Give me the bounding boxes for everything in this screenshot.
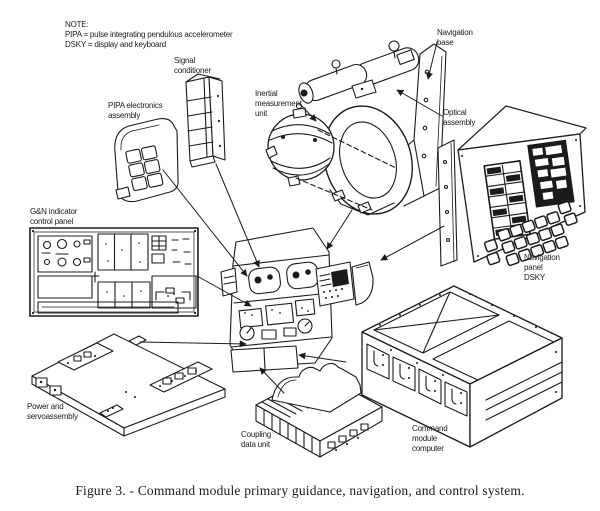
note-definition-dsky: DSKY = display and keyboard	[65, 40, 166, 50]
cmc-drawing	[361, 285, 563, 448]
label-command-module-computer: Command module computer	[412, 424, 448, 453]
label-navigation-base: Navigation base	[437, 28, 473, 47]
cdu-drawing	[255, 362, 383, 458]
pipa-electronics-drawing	[114, 118, 179, 203]
label-inertial-measurement-unit: Inertial measurement unit	[255, 89, 302, 118]
navigation-base-drawing	[323, 43, 447, 216]
figure-note: NOTE: PIPA = pulse integrating pendulous…	[65, 20, 233, 51]
dsky-drawing	[437, 105, 587, 267]
signal-conditioner-drawing	[185, 73, 226, 168]
console-drawing	[220, 227, 374, 373]
label-coupling-data-unit: Coupling data unit	[241, 430, 271, 449]
power-servo-drawing	[31, 333, 226, 437]
label-optical-assembly: Optical assembly	[443, 108, 476, 127]
assembly-dashed-lines	[295, 129, 397, 211]
figure-caption: Figure 3. - Command module primary guida…	[75, 483, 525, 498]
label-navigation-panel-dsky: Navigation panel DSKY	[524, 253, 560, 282]
note-definition-pipa: PIPA = pulse integrating pendulous accel…	[65, 30, 233, 40]
gn-panel-drawing	[29, 227, 199, 317]
note-heading: NOTE:	[65, 20, 89, 29]
label-pipa-electronics-assembly: PIPA electronics assembly	[108, 101, 163, 120]
label-gn-indicator-control-panel: G&N indicator control panel	[30, 207, 78, 226]
label-power-and-servoassembly: Power and servoassembly	[27, 402, 78, 421]
leader-lines	[139, 41, 445, 394]
optical-assembly-drawing	[298, 40, 420, 104]
label-signal-conditioner: Signal conditioner	[174, 56, 211, 75]
